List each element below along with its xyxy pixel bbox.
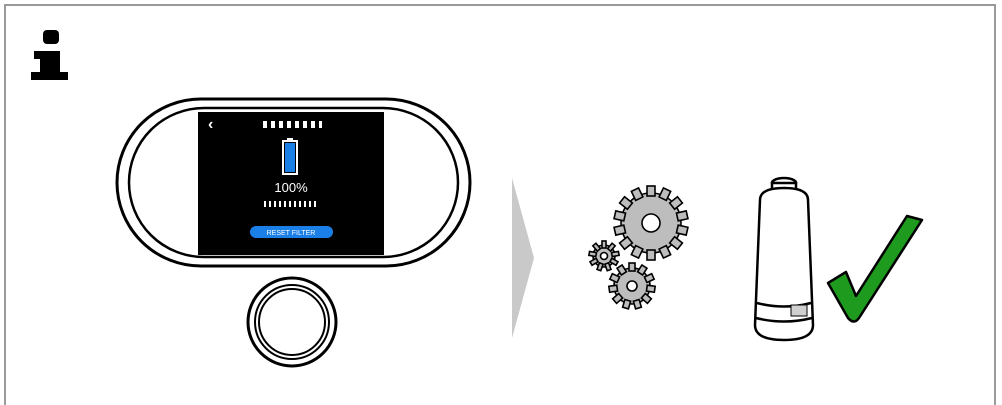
checkmark-icon — [828, 216, 922, 322]
gear-tooth — [633, 300, 641, 309]
medium-gear — [609, 263, 655, 309]
gear-tooth — [647, 250, 655, 260]
reset-filter-button[interactable]: RESET FILTER — [250, 226, 333, 238]
gear-tooth — [609, 285, 618, 292]
filter-cartridge — [755, 178, 813, 340]
chevron-right-arrow — [512, 178, 534, 338]
reset-filter-label: RESET FILTER — [267, 230, 316, 237]
gear-tooth — [612, 251, 620, 256]
gear-tooth — [676, 211, 688, 221]
gear-tooth — [602, 241, 606, 248]
gear-tooth — [623, 300, 631, 309]
gear-tooth — [646, 285, 655, 292]
battery-fill — [285, 143, 295, 172]
info-icon — [31, 30, 68, 80]
gears-icon — [589, 186, 688, 309]
gear-tooth — [647, 186, 655, 196]
small-gear — [589, 241, 619, 271]
large-gear — [614, 186, 688, 260]
battery-icon — [283, 138, 297, 174]
gear-tooth — [589, 251, 597, 256]
gear-tooth — [629, 263, 635, 271]
gear-tooth — [614, 225, 626, 235]
back-arrow-icon[interactable]: ‹ — [208, 116, 213, 133]
gear-tooth — [676, 225, 688, 235]
round-knob[interactable] — [248, 278, 336, 366]
battery-percent-label: 100% — [274, 180, 308, 195]
gear-tooth — [614, 211, 626, 221]
